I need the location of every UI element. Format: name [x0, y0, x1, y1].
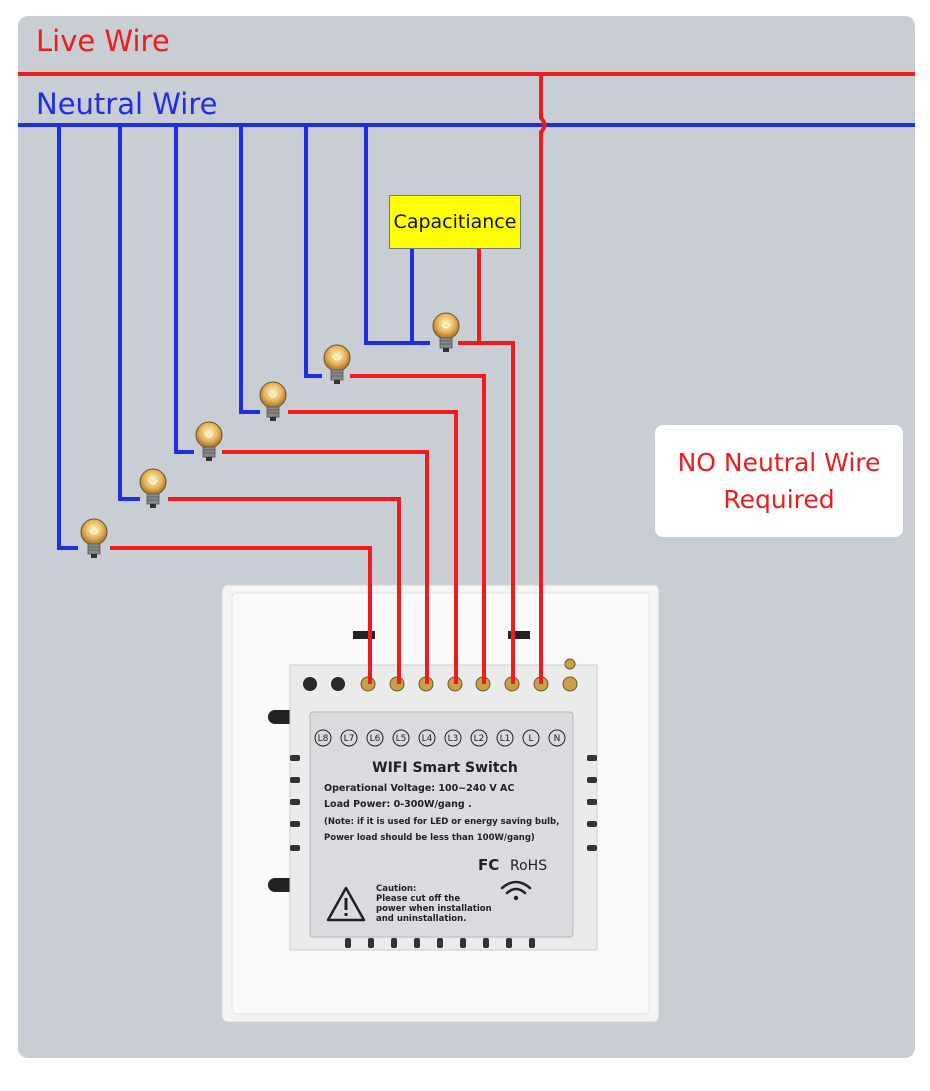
terminal-L3: L3 — [444, 729, 462, 747]
svg-text:L: L — [528, 734, 533, 744]
rohs-mark: RoHS — [510, 858, 547, 874]
terminal-labels: L8 L7 L6 L5 L4 L3 L2 L1 L N — [314, 729, 566, 747]
terminal-L4: L4 — [418, 729, 436, 747]
svg-text:L8: L8 — [318, 734, 329, 744]
neutral-wire-label: Neutral Wire — [36, 87, 218, 121]
note-line-2: Required — [723, 485, 835, 514]
svg-text:L7: L7 — [344, 734, 355, 744]
note-line-1: NO Neutral Wire — [677, 448, 881, 477]
svg-text:L2: L2 — [474, 734, 485, 744]
svg-text:L4: L4 — [422, 734, 433, 744]
warning-triangle-icon — [326, 886, 366, 922]
svg-text:L6: L6 — [370, 734, 381, 744]
capacitor-box: Capacitiance — [389, 195, 521, 249]
terminal-L1: L1 — [496, 729, 514, 747]
note-line-1: (Note: if it is used for LED or energy s… — [324, 817, 559, 827]
light-bulb-icon — [80, 518, 108, 559]
svg-text:L1: L1 — [500, 734, 511, 744]
operational-voltage: Operational Voltage: 100~240 V AC — [324, 783, 514, 794]
load-power: Load Power: 0-300W/gang . — [324, 799, 472, 810]
wifi-icon — [500, 880, 532, 901]
light-bulb-icon — [323, 344, 351, 385]
caution-3: power when installation — [376, 904, 492, 914]
terminal-L5: L5 — [392, 729, 410, 747]
light-bulb-icon — [195, 421, 223, 462]
terminal-L2: L2 — [470, 729, 488, 747]
terminal-L7: L7 — [340, 729, 358, 747]
neutral-wiring — [18, 123, 915, 550]
fc-mark: FC — [478, 856, 499, 874]
smart-switch — [221, 584, 660, 1023]
terminal-L8: L8 — [314, 729, 332, 747]
svg-text:L5: L5 — [396, 734, 407, 744]
switch-title: WIFI Smart Switch — [372, 760, 518, 776]
caution-1: Caution: — [376, 884, 416, 894]
light-bulb-icon — [432, 312, 460, 353]
no-neutral-note: NO Neutral Wire Required — [655, 425, 903, 537]
svg-text:L3: L3 — [448, 734, 459, 744]
caution-4: and uninstallation. — [376, 914, 466, 924]
svg-text:N: N — [554, 734, 561, 744]
note-line-2: Power load should be less than 100W/gang… — [324, 833, 535, 843]
live-wire-label: Live Wire — [36, 24, 170, 58]
live-wiring — [18, 72, 915, 684]
terminal-L6: L6 — [366, 729, 384, 747]
light-bulb-icon — [139, 468, 167, 509]
terminal-N: N — [548, 729, 566, 747]
live-to-L-terminal — [539, 74, 547, 684]
caution-2: Please cut off the — [376, 894, 460, 904]
terminal-L: L — [522, 729, 540, 747]
light-bulb-icon — [259, 381, 287, 422]
label-plate — [309, 711, 574, 938]
